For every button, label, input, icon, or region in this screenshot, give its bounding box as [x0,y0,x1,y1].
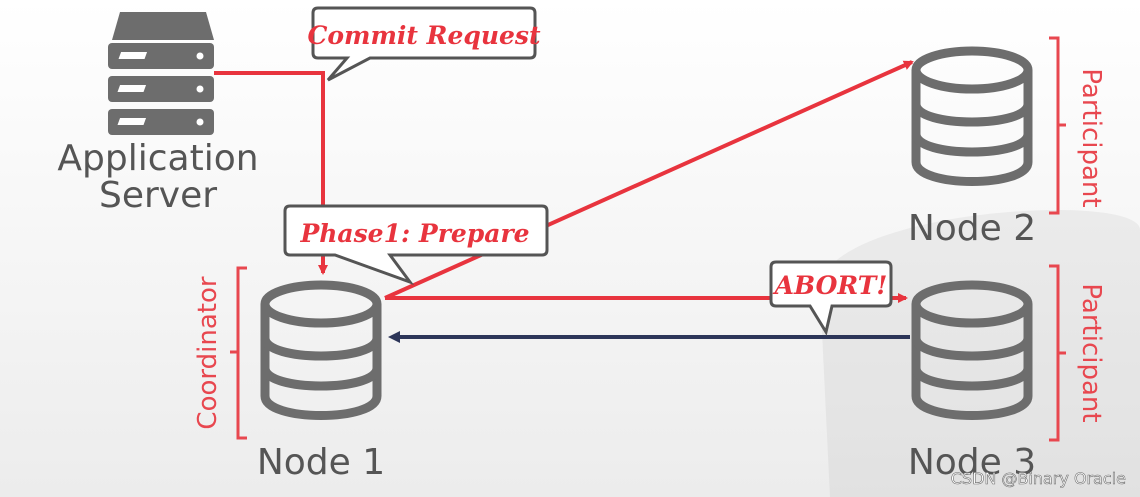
commit-request-callout: Commit Request [307,6,541,82]
node3-database-icon [911,280,1033,420]
coordinator-label: Coordinator [193,276,223,429]
node1-label: Node 1 [257,442,385,483]
participant-label-node3: Participant [1076,283,1106,422]
abort-text: ABORT! [773,271,888,300]
server-label-line1: Application [57,138,258,179]
node3-label: Node 3 [908,442,1036,483]
commit-request-text: Commit Request [307,21,541,50]
server-label-line2: Server [99,175,217,216]
phase1-prepare-callout: Phase1: Prepare [283,204,549,286]
csdn-watermark: CSDN @Binary Oracle [951,469,1126,488]
coordinator-bracket [230,266,247,440]
phase1-prepare-text: Phase1: Prepare [299,219,529,248]
abort-callout: ABORT! [769,260,893,336]
node2-label: Node 2 [908,208,1036,249]
participant-bracket-node3 [1049,264,1066,442]
application-server-icon [108,12,214,135]
participant-label-node2: Participant [1076,68,1106,207]
prepare-arrow-node2 [384,60,914,300]
node2-database-icon [911,46,1033,186]
participant-bracket-node2 [1049,36,1066,215]
node1-database-icon [260,280,382,420]
